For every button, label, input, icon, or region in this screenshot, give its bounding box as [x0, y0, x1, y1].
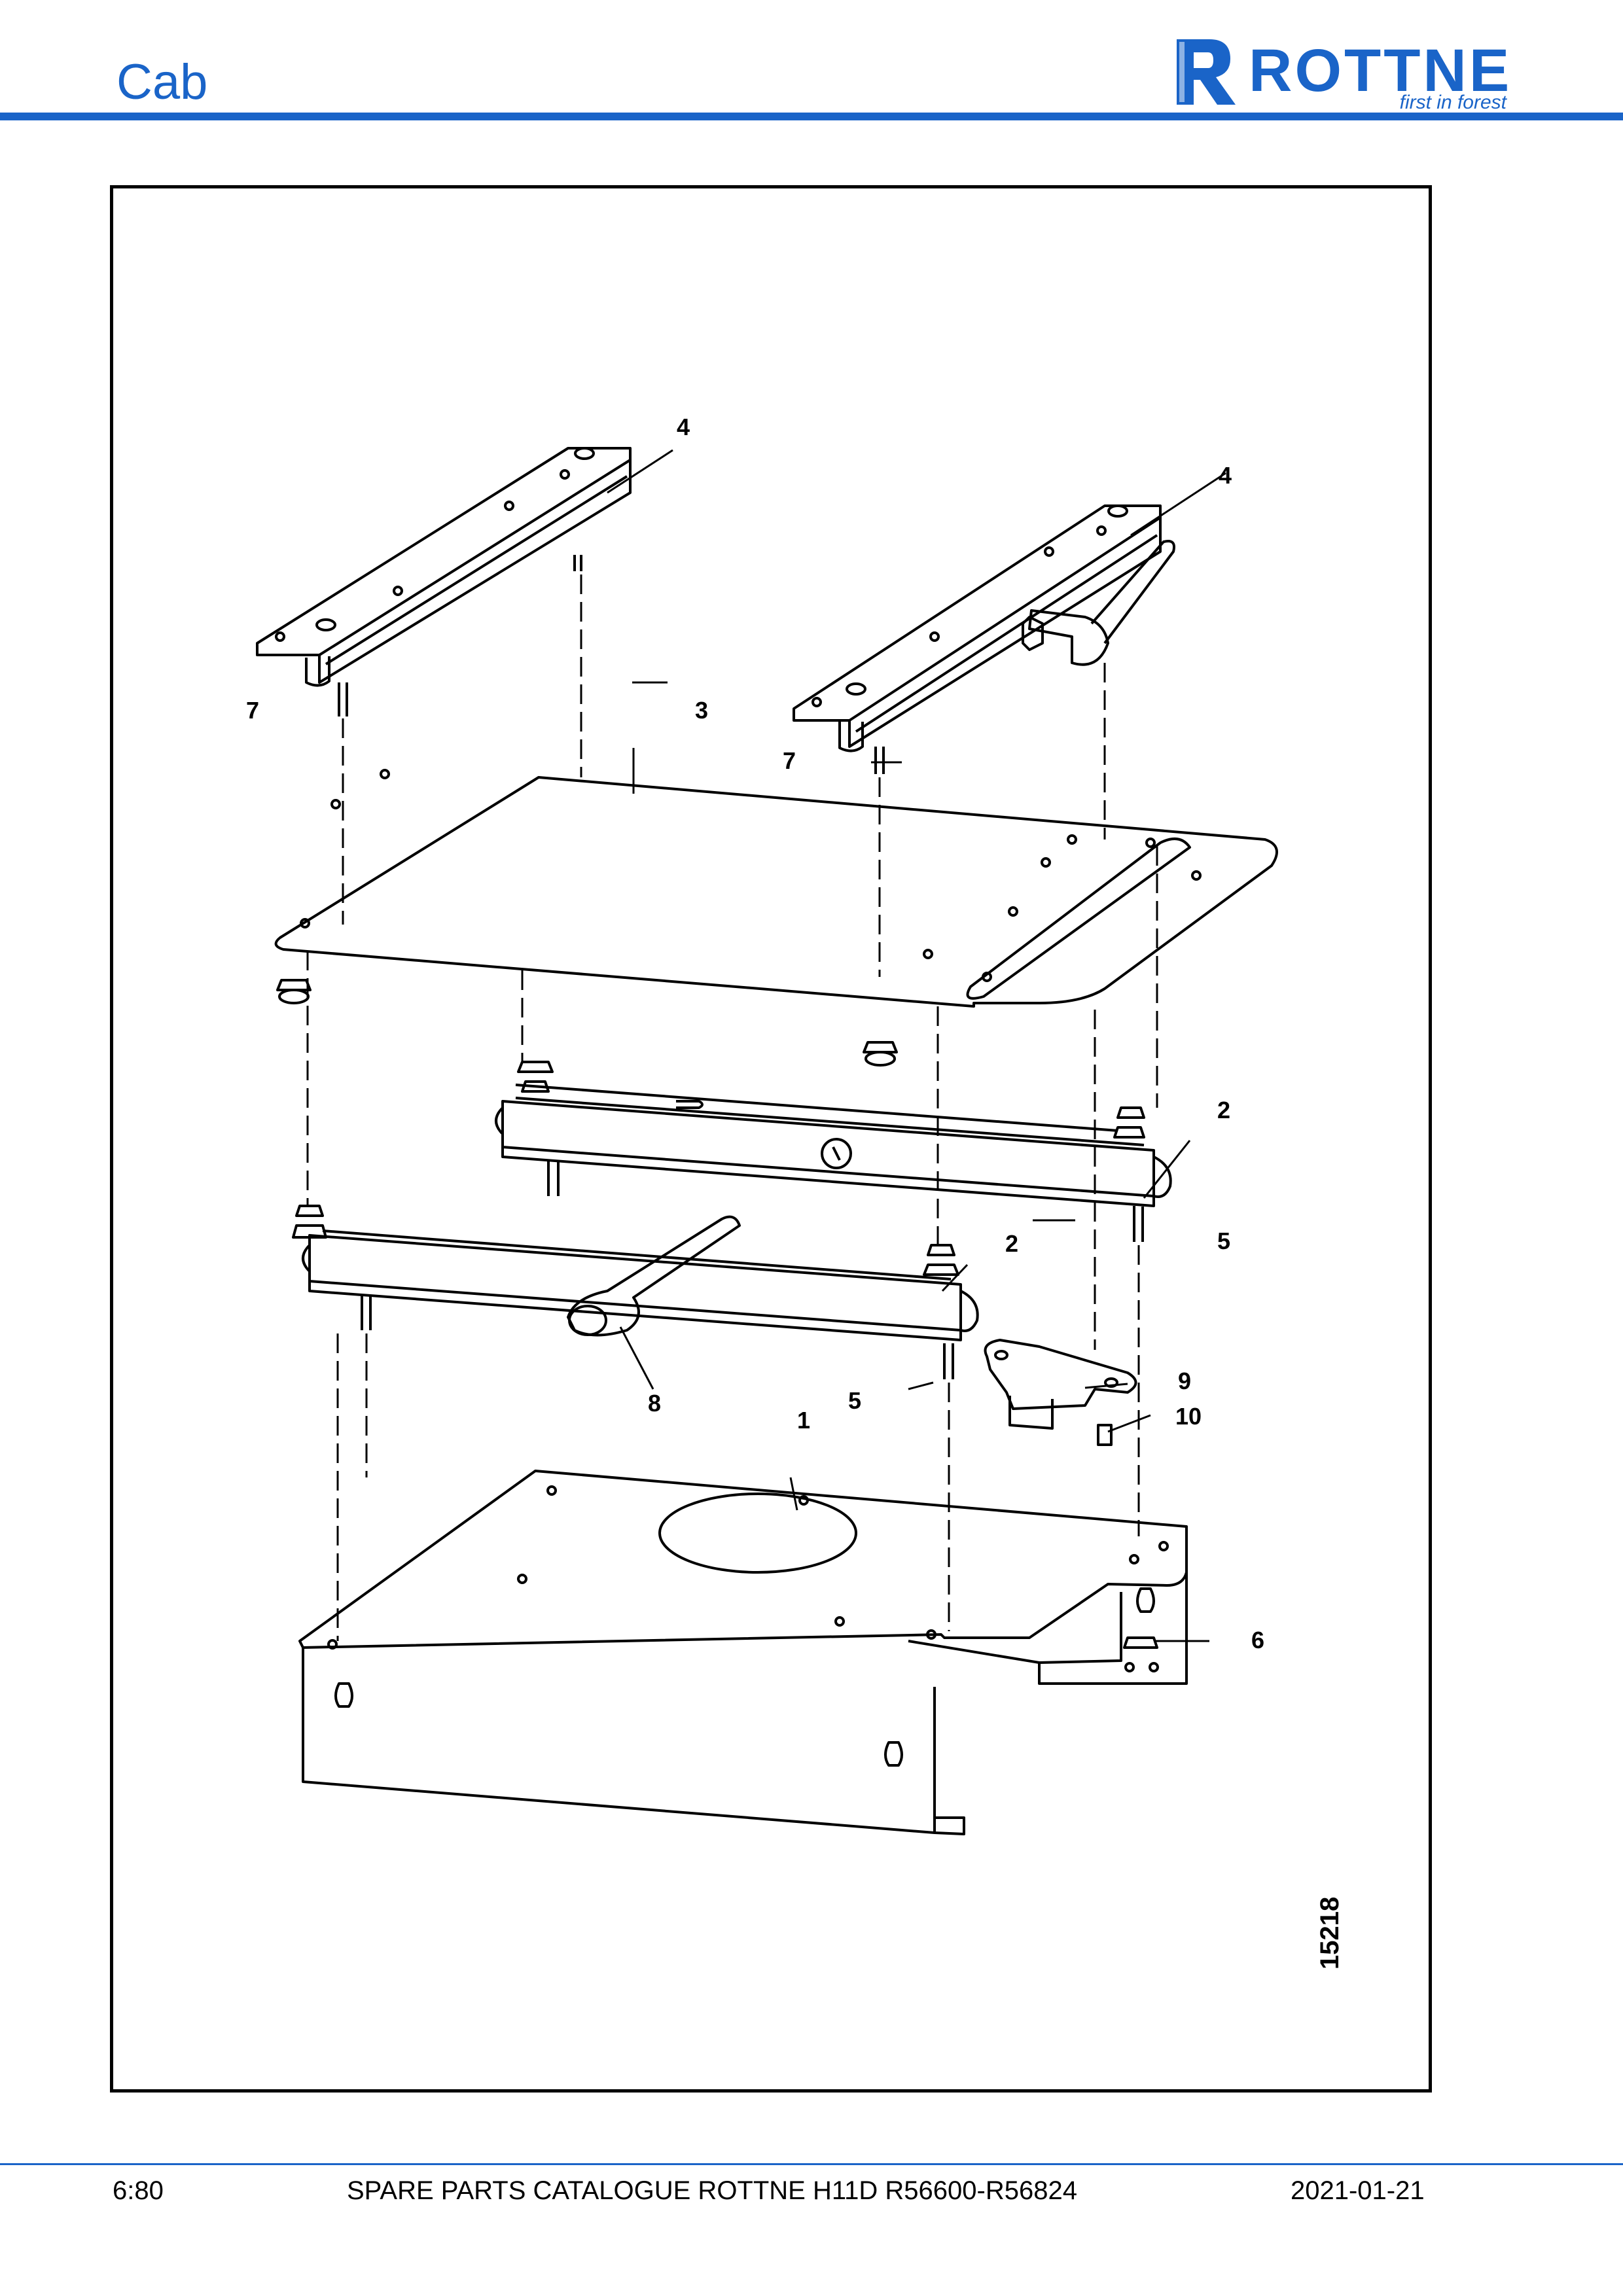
logo-wordmark: ROTTNE [1249, 37, 1512, 104]
footer-date: 2021-01-21 [1291, 2176, 1425, 2205]
callout-7-right: 7 [783, 747, 796, 774]
callout-4-left: 4 [677, 414, 690, 440]
sensor-part-9 [984, 1339, 1137, 1446]
figure-frame [110, 185, 1432, 2093]
seat-rail-left-part-4 [256, 447, 632, 716]
footer-document-title: SPARE PARTS CATALOGUE ROTTNE H11D R56600… [347, 2176, 1077, 2205]
rottne-r-mark-icon [1177, 39, 1236, 105]
slide-rail-upper-part-2 [495, 1061, 1172, 1242]
footer-page-number: 6:80 [113, 2176, 164, 2205]
logo-tagline: first in forest [1399, 92, 1507, 113]
callout-3: 3 [695, 697, 709, 724]
callout-10: 10 [1175, 1403, 1202, 1430]
seat-rail-right-part-4 [793, 504, 1175, 774]
callout-1: 1 [797, 1407, 811, 1434]
callout-5-upper: 5 [1217, 1227, 1231, 1254]
rottne-logo: ROTTNE first in forest [1170, 31, 1517, 113]
callout-2-lower: 2 [1005, 1230, 1019, 1257]
section-title: Cab [116, 54, 208, 110]
callout-4-right: 4 [1219, 462, 1232, 489]
callout-5-lower: 5 [848, 1387, 862, 1414]
figure-number: 15218 [1315, 1896, 1344, 1969]
callout-9: 9 [1178, 1368, 1192, 1394]
callout-8: 8 [648, 1390, 662, 1417]
header-divider [0, 113, 1623, 120]
callout-7-left: 7 [246, 697, 260, 724]
footer-divider [0, 2163, 1623, 2165]
callout-leaders [607, 449, 1226, 1642]
exploded-parts-drawing [256, 447, 1278, 1835]
base-plate-part-3 [274, 769, 1278, 1008]
assembly-lines [306, 574, 1158, 1641]
callout-2-upper: 2 [1217, 1097, 1231, 1123]
callout-6: 6 [1251, 1627, 1265, 1653]
mounting-bracket-part-1 [298, 1470, 1188, 1835]
flange-nuts [276, 979, 898, 1067]
slide-rail-lower-part-2 [292, 1205, 979, 1379]
